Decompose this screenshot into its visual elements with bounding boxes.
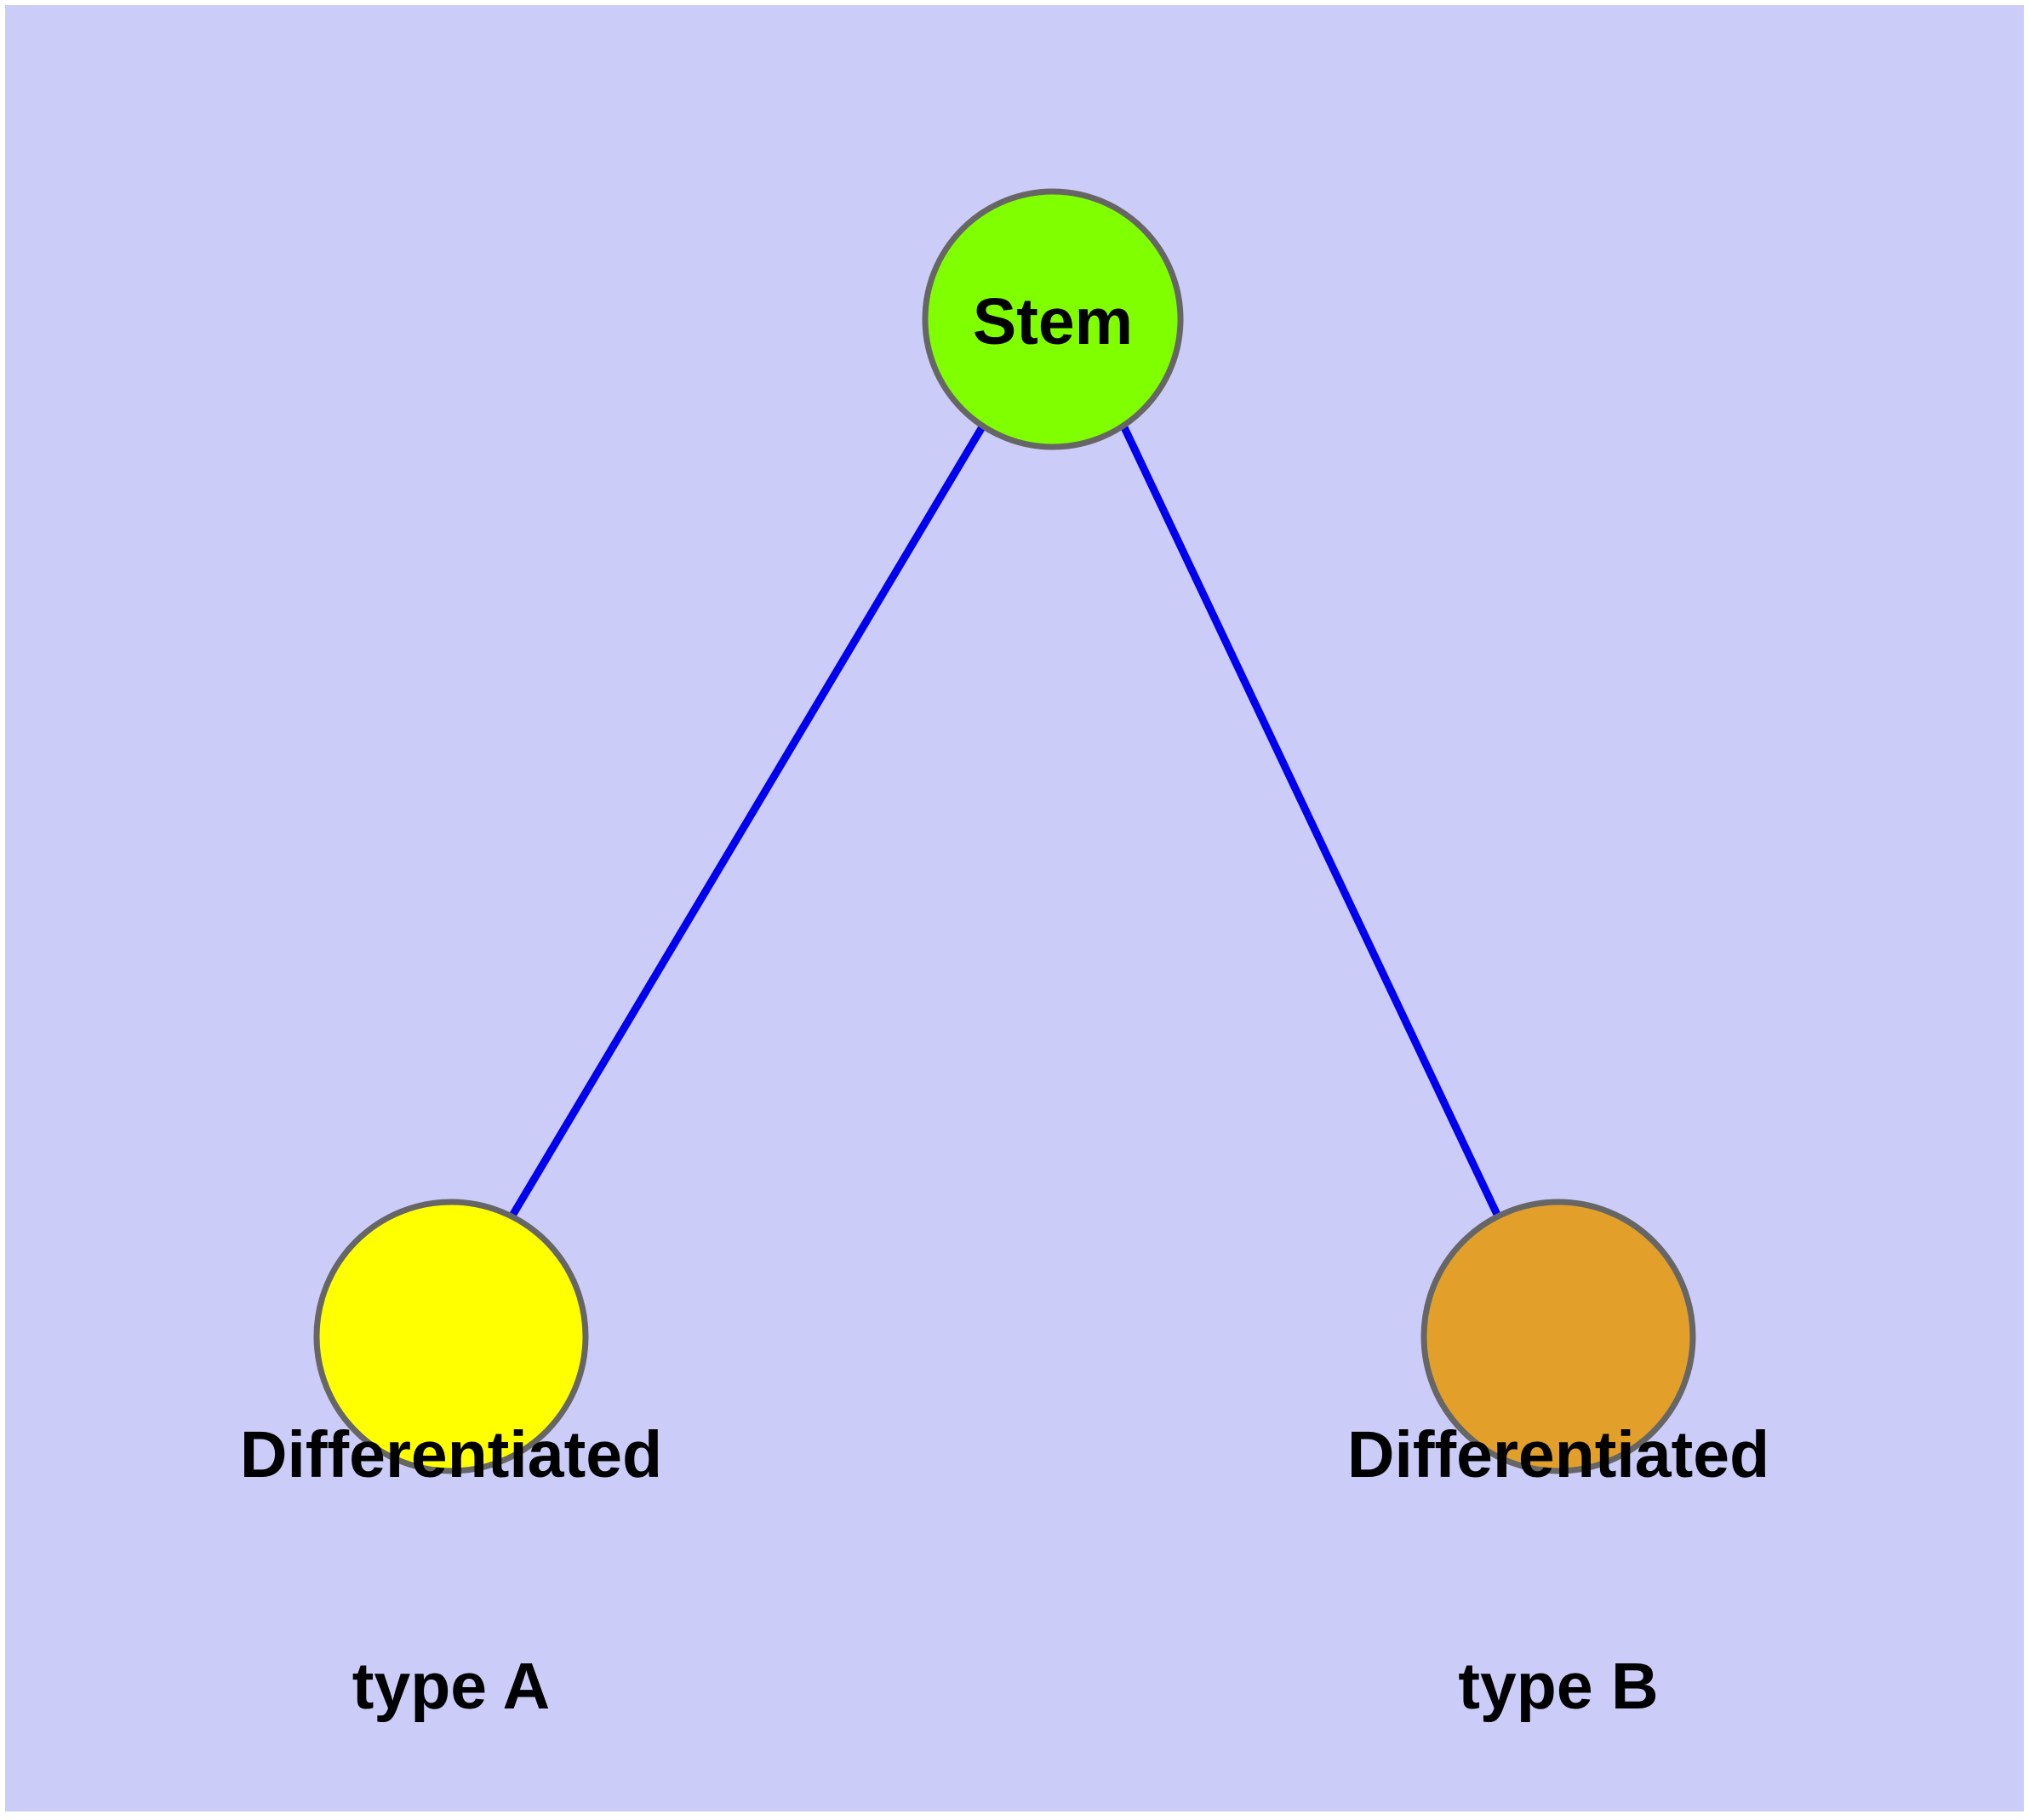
node-differentiated-type-b[interactable]	[1420, 1199, 1696, 1474]
edge-layer	[506, 423, 1504, 1222]
node-stem[interactable]	[922, 188, 1184, 450]
edge-stem-to-differentiated-b	[1119, 424, 1504, 1222]
node-layer	[313, 188, 1696, 1474]
edge-stem-to-differentiated-a	[506, 423, 986, 1222]
node-differentiated-type-a[interactable]	[313, 1199, 589, 1474]
